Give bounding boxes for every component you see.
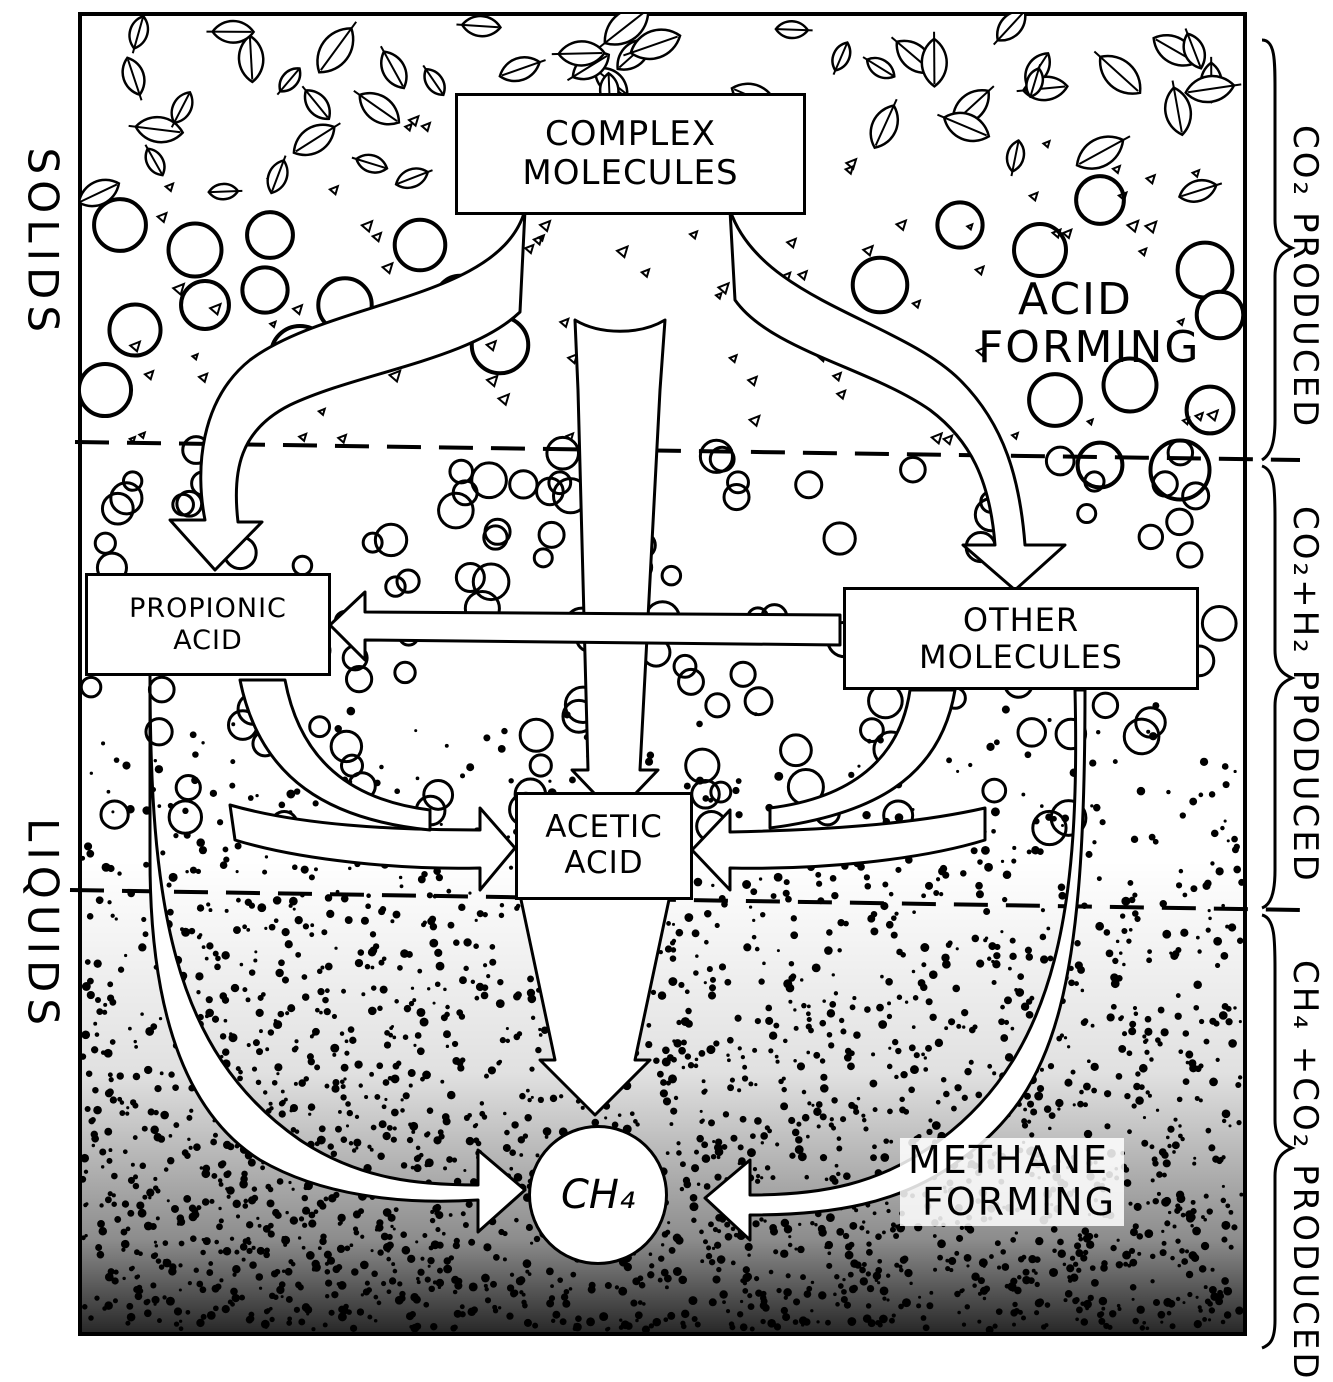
other-molecules-line-1: OTHER [963,602,1079,639]
other-molecules-line-2: MOLECULES [919,639,1123,676]
solids-label: SOLIDS [19,148,68,338]
acid-forming-label: ACID FORMING [978,276,1200,373]
co2-produced-label: CO₂ PRODUCED [1285,125,1325,415]
methane-forming-line-2: FORMING [908,1182,1116,1224]
propionic-acid-line-2: ACID [173,625,243,656]
acetic-acid-line-1: ACETIC [545,810,663,846]
complex-molecules-box: COMPLEX MOLECULES [455,93,806,215]
ch4-co2-produced-label: CH₄ +CO₂ PRODUCED [1285,960,1325,1320]
methane-forming-line-1: METHANE [908,1140,1116,1182]
acetic-acid-line-2: ACID [564,846,643,882]
complex-molecules-line-2: MOLECULES [522,154,738,193]
acetic-acid-box: ACETIC ACID [515,792,693,900]
propionic-acid-box: PROPIONIC ACID [85,573,331,676]
methane-forming-label: METHANE FORMING [900,1138,1124,1226]
complex-molecules-line-1: COMPLEX [545,115,716,154]
propionic-acid-line-1: PROPIONIC [129,593,287,624]
methane-circle: CH₄ [528,1125,668,1265]
co2-h2-produced-label: CO₂+H₂ PPODUCED [1285,506,1325,866]
ch4-label: CH₄ [561,1172,635,1218]
other-molecules-box: OTHER MOLECULES [843,587,1199,690]
liquids-label: LIQUIDS [19,790,68,1060]
acid-forming-line-1: ACID [978,276,1200,324]
acid-forming-line-2: FORMING [978,324,1200,372]
